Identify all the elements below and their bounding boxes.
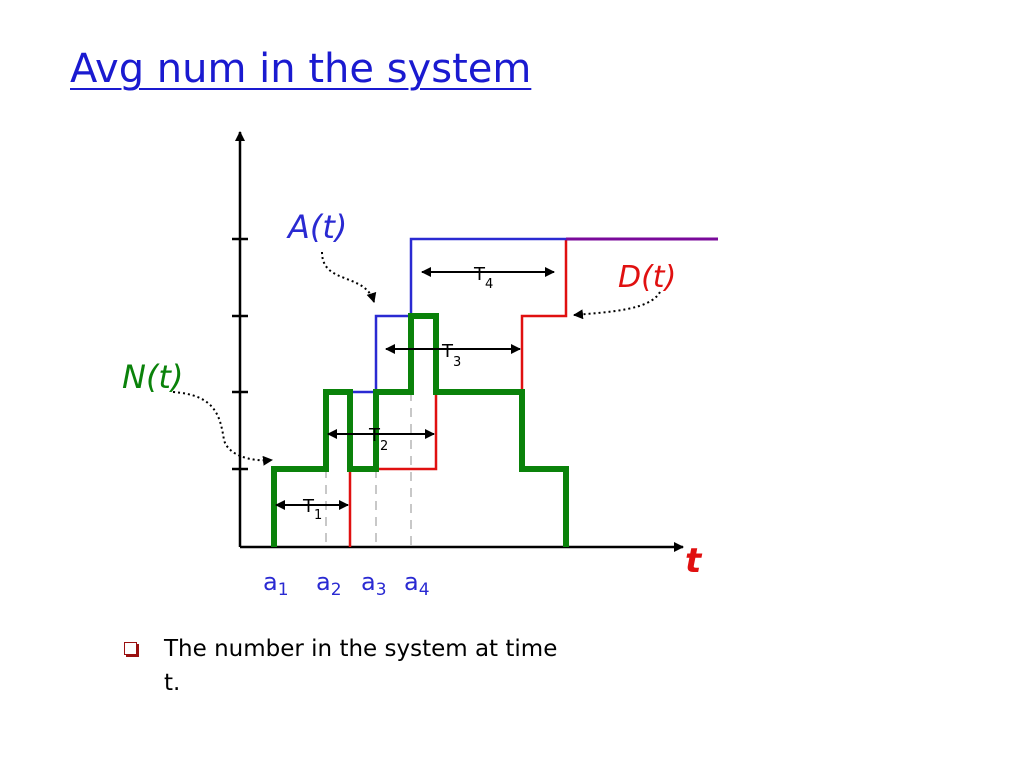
arrival-tick-a1: a1 [263, 568, 289, 600]
t1-label: T1 [302, 496, 322, 523]
pointer-arrival [321, 251, 377, 303]
number-label: N(t) [122, 358, 183, 396]
t4-label: T4 [473, 264, 493, 292]
number-curve [271, 313, 569, 547]
pointer-arrows [172, 251, 661, 466]
axes [232, 131, 684, 552]
t2-label: T2 [368, 425, 388, 454]
arrival-tick-a3: a3 [361, 568, 387, 600]
arrival-tick-a2: a2 [316, 568, 342, 600]
t3-label: T3 [441, 341, 461, 370]
bullet-text: The number in the system at time t. [164, 636, 558, 696]
departure-label: D(t) [618, 260, 676, 295]
pointer-number [172, 391, 273, 466]
time-axis-label: t [685, 541, 703, 581]
arrival-tick-a4: a4 [404, 568, 430, 600]
arrival-label: A(t) [286, 208, 347, 246]
pointer-departure [573, 291, 661, 320]
slide-title: Avg num in the system [70, 46, 532, 92]
sojourn-arrows [275, 267, 555, 510]
bullet-box-icon [124, 642, 137, 655]
